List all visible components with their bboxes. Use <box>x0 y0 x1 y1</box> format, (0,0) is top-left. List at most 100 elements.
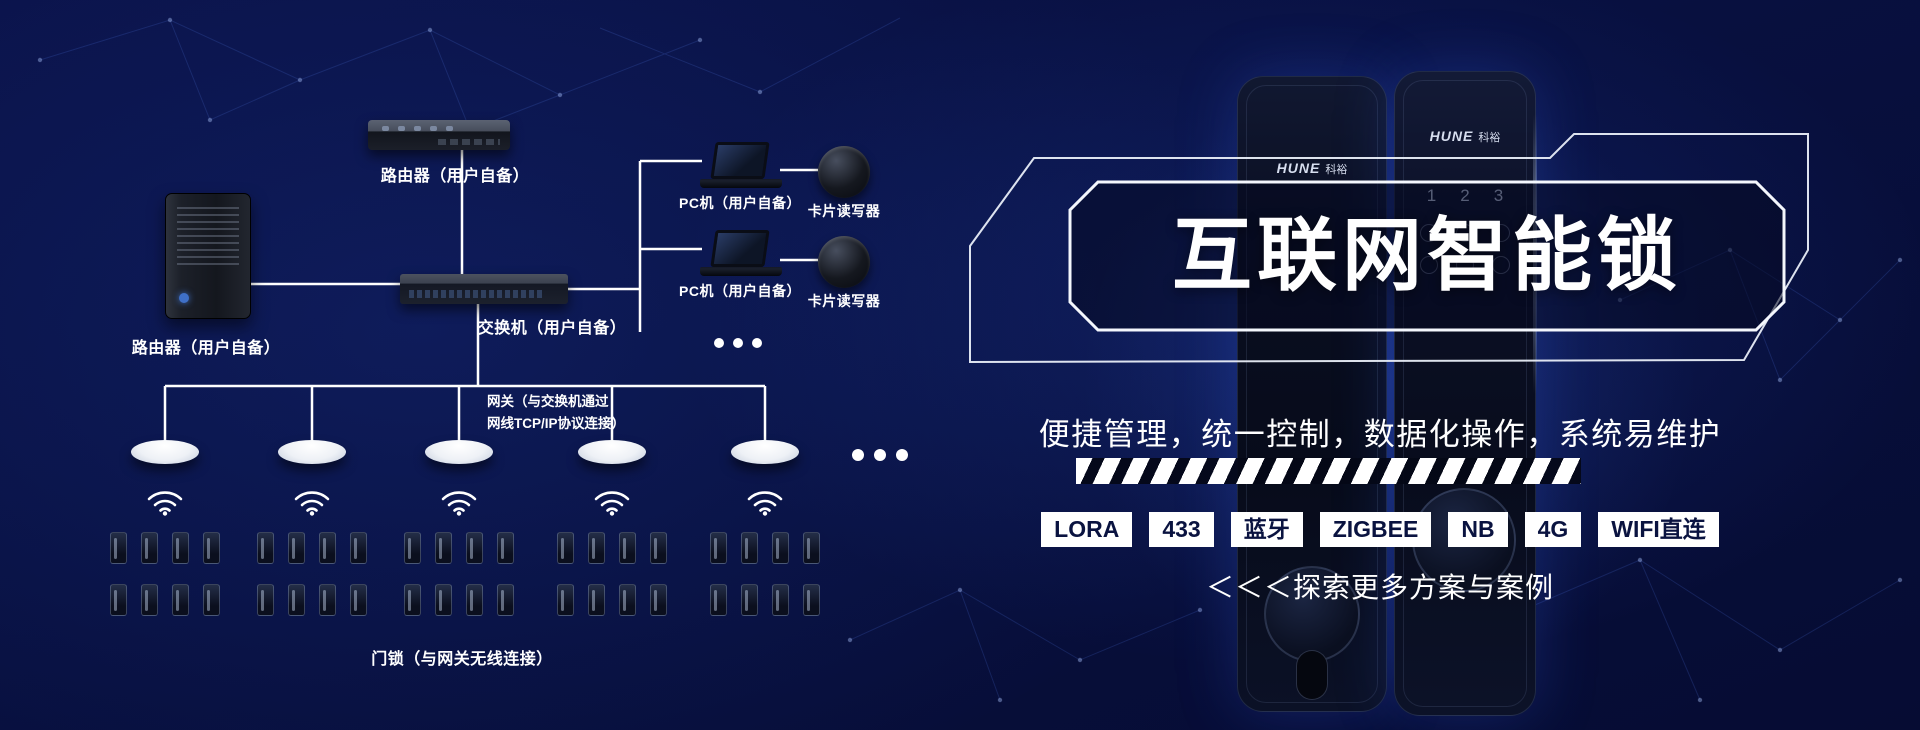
door-lock-icon <box>497 584 514 616</box>
tag-zigbee: ZIGBEE <box>1319 512 1432 547</box>
gateway-group-4 <box>546 440 678 616</box>
door-lock-icon <box>497 532 514 564</box>
door-lock-icon <box>288 532 305 564</box>
door-lock-row <box>404 584 514 616</box>
door-lock-icon <box>466 532 483 564</box>
pc-laptop-icon <box>700 142 782 192</box>
door-lock-icon <box>350 584 367 616</box>
door-lock-icon <box>257 584 274 616</box>
door-lock-icon <box>803 532 820 564</box>
door-lock-icon <box>110 584 127 616</box>
wifi-icon <box>594 491 630 516</box>
more-gateways-ellipsis-icon <box>852 449 864 461</box>
brand-cn-text: 科裕 <box>1325 164 1348 176</box>
gateway-device-icon <box>731 440 799 464</box>
door-lock-icon <box>141 532 158 564</box>
lock1-keyhole-icon <box>1296 650 1328 700</box>
door-lock-row <box>710 532 820 564</box>
reader1-label: 卡片读写器 <box>807 203 881 219</box>
door-lock-row <box>557 532 667 564</box>
keypad-digit: 1 <box>1426 186 1437 205</box>
door-lock-icon <box>435 532 452 564</box>
more-pcs-ellipsis-icon <box>714 338 724 348</box>
lock2-keypad-row: 1 2 3 <box>1394 186 1536 206</box>
door-lock-icon <box>772 584 789 616</box>
door-lock-icon <box>588 532 605 564</box>
tag-lora: LORA <box>1041 512 1133 547</box>
door-lock-icon <box>203 532 220 564</box>
card-reader-icon <box>818 236 870 288</box>
gateway-group-3 <box>393 440 525 616</box>
brand-logo-text: HUNE <box>1429 128 1474 144</box>
door-lock-icon <box>435 584 452 616</box>
lock1-brand: HUNE 科裕 <box>1237 160 1387 177</box>
door-lock-icon <box>203 584 220 616</box>
gateway-group-1 <box>99 440 231 616</box>
gateway-note: 网关（与交换机通过 网线TCP/IP协议连接） <box>487 391 625 436</box>
keypad-digit: 3 <box>1493 186 1504 205</box>
topology-connector-lines <box>163 150 818 442</box>
door-lock-icon <box>172 584 189 616</box>
door-lock-icon <box>110 532 127 564</box>
door-lock-icon <box>172 532 189 564</box>
door-lock-icon <box>466 584 483 616</box>
pc2-label: PC机（用户自备） <box>679 283 801 299</box>
laptop-base <box>700 179 782 188</box>
door-lock-icon <box>257 532 274 564</box>
gateway-device-icon <box>131 440 199 464</box>
gateway-device-icon <box>425 440 493 464</box>
laptop-screen <box>710 142 770 179</box>
brand-cn-text: 科裕 <box>1478 132 1501 144</box>
wifi-icon <box>294 491 330 516</box>
tag-4g: 4G <box>1524 512 1582 547</box>
door-lock-label: 门锁（与网关无线连接） <box>371 651 553 668</box>
door-lock-row <box>257 584 367 616</box>
smart-lock-product-2 <box>1394 71 1537 716</box>
door-lock-icon <box>619 532 636 564</box>
tag-nb: NB <box>1448 512 1508 547</box>
router-label: 路由器（用户自备） <box>380 168 530 185</box>
door-lock-icon <box>650 584 667 616</box>
door-lock-row <box>110 532 220 564</box>
gateway-device-icon <box>578 440 646 464</box>
door-lock-icon <box>319 532 336 564</box>
door-lock-row <box>710 584 820 616</box>
reader2-label: 卡片读写器 <box>807 293 881 309</box>
door-lock-icon <box>557 532 574 564</box>
wifi-icon <box>747 491 783 516</box>
gateway-note-line1: 网关（与交换机通过 <box>487 394 609 409</box>
door-lock-icon <box>588 584 605 616</box>
gateway-group-2 <box>246 440 378 616</box>
door-lock-icon <box>710 532 727 564</box>
door-lock-row <box>110 584 220 616</box>
door-lock-icon <box>557 584 574 616</box>
door-lock-row <box>257 532 367 564</box>
gateway-device-icon <box>278 440 346 464</box>
explore-more-link[interactable]: ＜＜＜探索更多方案与案例 <box>1205 572 1554 603</box>
lock-backlight-glow <box>1050 50 1730 710</box>
keypad-digit: 2 <box>1460 186 1470 205</box>
switch-device-icon <box>400 274 568 304</box>
door-lock-icon <box>141 584 158 616</box>
door-lock-icon <box>288 584 305 616</box>
laptop-screen <box>710 230 770 267</box>
door-lock-icon <box>619 584 636 616</box>
gateway-group-5 <box>699 440 831 616</box>
wifi-icon <box>441 491 477 516</box>
tag-433: 433 <box>1149 512 1214 547</box>
laptop-base <box>700 267 782 276</box>
door-lock-icon <box>772 532 789 564</box>
door-lock-icon <box>404 584 421 616</box>
router-device-icon <box>368 120 510 150</box>
lock1-fingerprint-hub-icon <box>1264 566 1360 662</box>
hero-subtitle: 便捷管理，统一控制，数据化操作，系统易维护 <box>1038 417 1722 452</box>
card-reader-icon <box>818 146 870 198</box>
door-lock-icon <box>350 532 367 564</box>
door-lock-icon <box>650 532 667 564</box>
door-lock-icon <box>404 532 421 564</box>
door-lock-icon <box>319 584 336 616</box>
door-lock-icon <box>803 584 820 616</box>
connectivity-tags: LORA 433 蓝牙 ZIGBEE NB 4G WIFI直连 <box>1030 512 1730 547</box>
door-lock-icon <box>741 532 758 564</box>
